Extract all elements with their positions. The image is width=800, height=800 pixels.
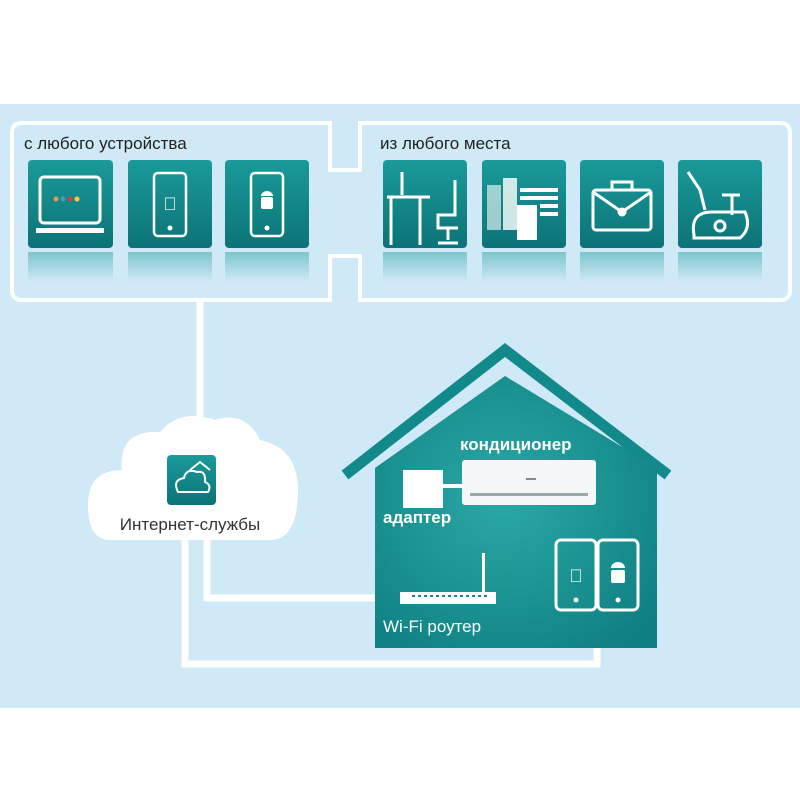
- office-desk-icon: [387, 172, 458, 245]
- devices-title: с любого устройства: [24, 134, 187, 153]
- ac-label: кондиционер: [460, 435, 572, 454]
- house: кондиционер адаптер Wi-Fi роутер : [341, 343, 672, 648]
- android-icon: [611, 562, 625, 583]
- computer-icon: [36, 175, 104, 233]
- cloud-home-app-icon[interactable]: [167, 455, 216, 505]
- svg-text:: : [163, 194, 177, 214]
- briefcase-icon: [591, 180, 653, 232]
- fitness-tile[interactable]: [678, 160, 762, 282]
- apple-phone-icon: : [152, 171, 188, 238]
- android-phone-tile[interactable]: [225, 160, 309, 282]
- panel-frames: [10, 121, 792, 302]
- android-phone[interactable]: [596, 538, 640, 612]
- city-tile[interactable]: [482, 160, 566, 282]
- wifi-adapter[interactable]: [403, 470, 443, 508]
- internet-services-label: Интернет-службы: [120, 515, 260, 534]
- internet-cloud: Интернет-службы: [88, 416, 298, 540]
- device-tiles: : [28, 160, 309, 282]
- city-buildings-icon: [487, 178, 558, 240]
- house-roof: [341, 343, 672, 480]
- computer-tile[interactable]: [28, 160, 113, 282]
- place-tiles: [383, 160, 762, 282]
- router-label: Wi-Fi роутер: [383, 617, 481, 636]
- apple-phone-tile[interactable]: : [128, 160, 212, 282]
- office-tile[interactable]: [383, 160, 467, 282]
- apple-icon: : [569, 566, 583, 586]
- adapter-cable: [440, 484, 464, 488]
- places-title: из любого места: [380, 134, 511, 153]
- iphone[interactable]: : [554, 538, 598, 612]
- house-body: [375, 376, 657, 648]
- air-conditioner[interactable]: [462, 460, 596, 505]
- adapter-label: адаптер: [383, 508, 451, 527]
- briefcase-tile[interactable]: [580, 160, 664, 282]
- wifi-router[interactable]: [400, 553, 496, 604]
- exercise-bike-icon: [686, 171, 750, 240]
- android-phone-icon: [249, 171, 285, 238]
